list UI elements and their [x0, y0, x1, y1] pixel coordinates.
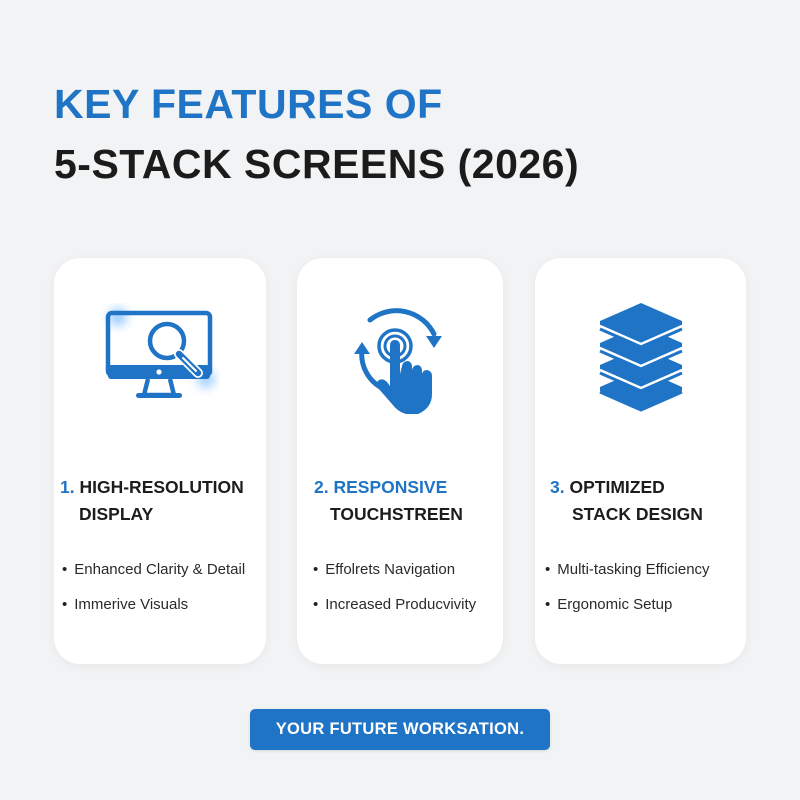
monitor-magnifier-icon — [54, 298, 266, 418]
feature-heading: 3. OPTIMIZED STACK DESIGN — [535, 474, 746, 528]
feature-bullet-list: Enhanced Clarity & Detail Immerive Visua… — [62, 560, 266, 630]
feature-number: 1. — [60, 477, 75, 497]
feature-bullet: Enhanced Clarity & Detail — [62, 560, 266, 580]
page-title: KEY FEATURES OF 5-STACK SCREENS (2026) — [54, 78, 579, 190]
title-line-1: KEY FEATURES OF — [54, 81, 443, 127]
feature-title-line-1: HIGH-RESOLUTION — [79, 477, 244, 497]
feature-bullet-list: Multi-tasking Efficiency Ergonomic Setup — [545, 560, 746, 630]
feature-card-high-resolution: 1. HIGH-RESOLUTION DISPLAY Enhanced Clar… — [54, 258, 266, 664]
feature-card-responsive-touchscreen: 2. RESPONSIVE TOUCHSTREEN Effolrets Navi… — [297, 258, 503, 664]
feature-bullet: Immerive Visuals — [62, 595, 266, 615]
feature-title-line-2: TOUCHSTREEN — [330, 504, 463, 524]
feature-bullet: Ergonomic Setup — [545, 595, 746, 615]
feature-title-line-2: DISPLAY — [79, 504, 154, 524]
feature-card-optimized-stack: 3. OPTIMIZED STACK DESIGN Multi-tasking … — [535, 258, 746, 664]
feature-bullet-list: Effolrets Navigation Increased Producviv… — [313, 560, 503, 630]
feature-bullet: Effolrets Navigation — [313, 560, 503, 580]
feature-title-line-1: RESPONSIVE — [333, 477, 448, 497]
cta-banner: YOUR FUTURE WORKSATION. — [250, 709, 550, 750]
feature-bullet: Increased Producvivity — [313, 595, 503, 615]
stacked-layers-icon — [535, 298, 746, 418]
feature-number: 3. — [550, 477, 565, 497]
feature-title-line-1: OPTIMIZED — [569, 477, 665, 497]
feature-heading: 2. RESPONSIVE TOUCHSTREEN — [297, 474, 503, 528]
feature-title-line-2: STACK DESIGN — [572, 504, 703, 524]
feature-heading: 1. HIGH-RESOLUTION DISPLAY — [54, 474, 266, 528]
feature-number: 2. — [314, 477, 329, 497]
title-line-2: 5-STACK SCREENS (2026) — [54, 141, 580, 187]
feature-bullet: Multi-tasking Efficiency — [545, 560, 746, 580]
touch-gesture-icon — [297, 298, 503, 418]
